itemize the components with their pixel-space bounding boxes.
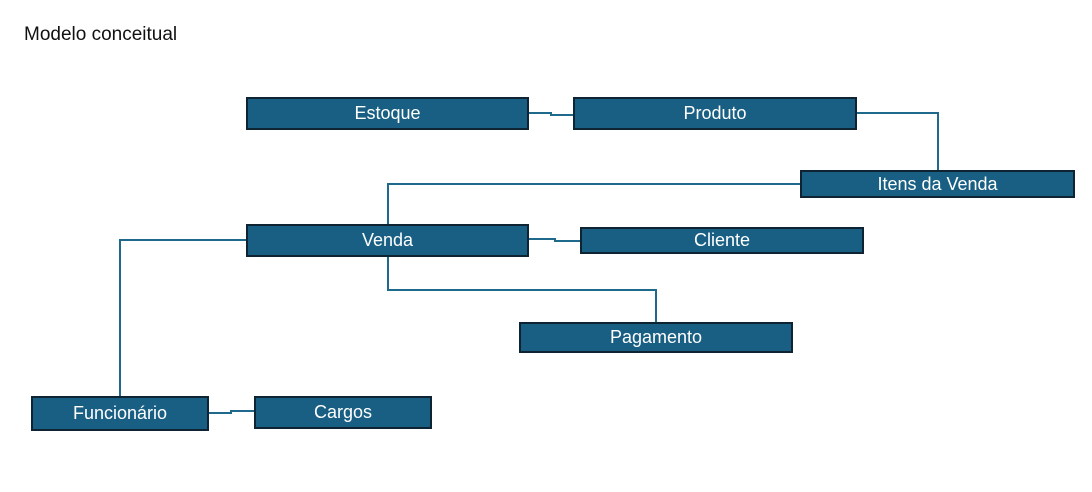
entity-funcionario[interactable]: Funcionário xyxy=(31,396,209,431)
entity-produto[interactable]: Produto xyxy=(573,97,857,130)
entity-cargos[interactable]: Cargos xyxy=(254,396,432,429)
connector-venda-pagamento xyxy=(387,257,657,322)
entity-label: Estoque xyxy=(354,103,421,123)
connector-funcionario-cargos xyxy=(209,410,254,414)
connector-estoque-produto xyxy=(529,112,573,116)
entity-label: Itens da Venda xyxy=(877,173,998,194)
connector-venda-funcionario xyxy=(119,239,246,396)
entity-label: Produto xyxy=(683,103,747,123)
entity-estoque[interactable]: Estoque xyxy=(246,97,529,130)
entity-label: Funcionário xyxy=(72,403,168,423)
entity-cliente[interactable]: Cliente xyxy=(580,227,864,254)
entity-label: Cliente xyxy=(693,230,751,250)
entity-venda[interactable]: Venda xyxy=(246,224,529,257)
entity-label: Cargos xyxy=(313,402,373,422)
diagram-title: Modelo conceitual xyxy=(24,24,178,45)
entity-label: Pagamento xyxy=(609,327,703,347)
connector-produto-itens-venda xyxy=(857,112,939,170)
entity-pagamento[interactable]: Pagamento xyxy=(519,322,793,353)
connector-venda-cliente xyxy=(529,238,580,242)
entity-label: Venda xyxy=(361,230,414,250)
entity-itens-da-venda[interactable]: Itens da Venda xyxy=(800,170,1075,198)
connector-itens-venda-venda xyxy=(387,183,800,224)
